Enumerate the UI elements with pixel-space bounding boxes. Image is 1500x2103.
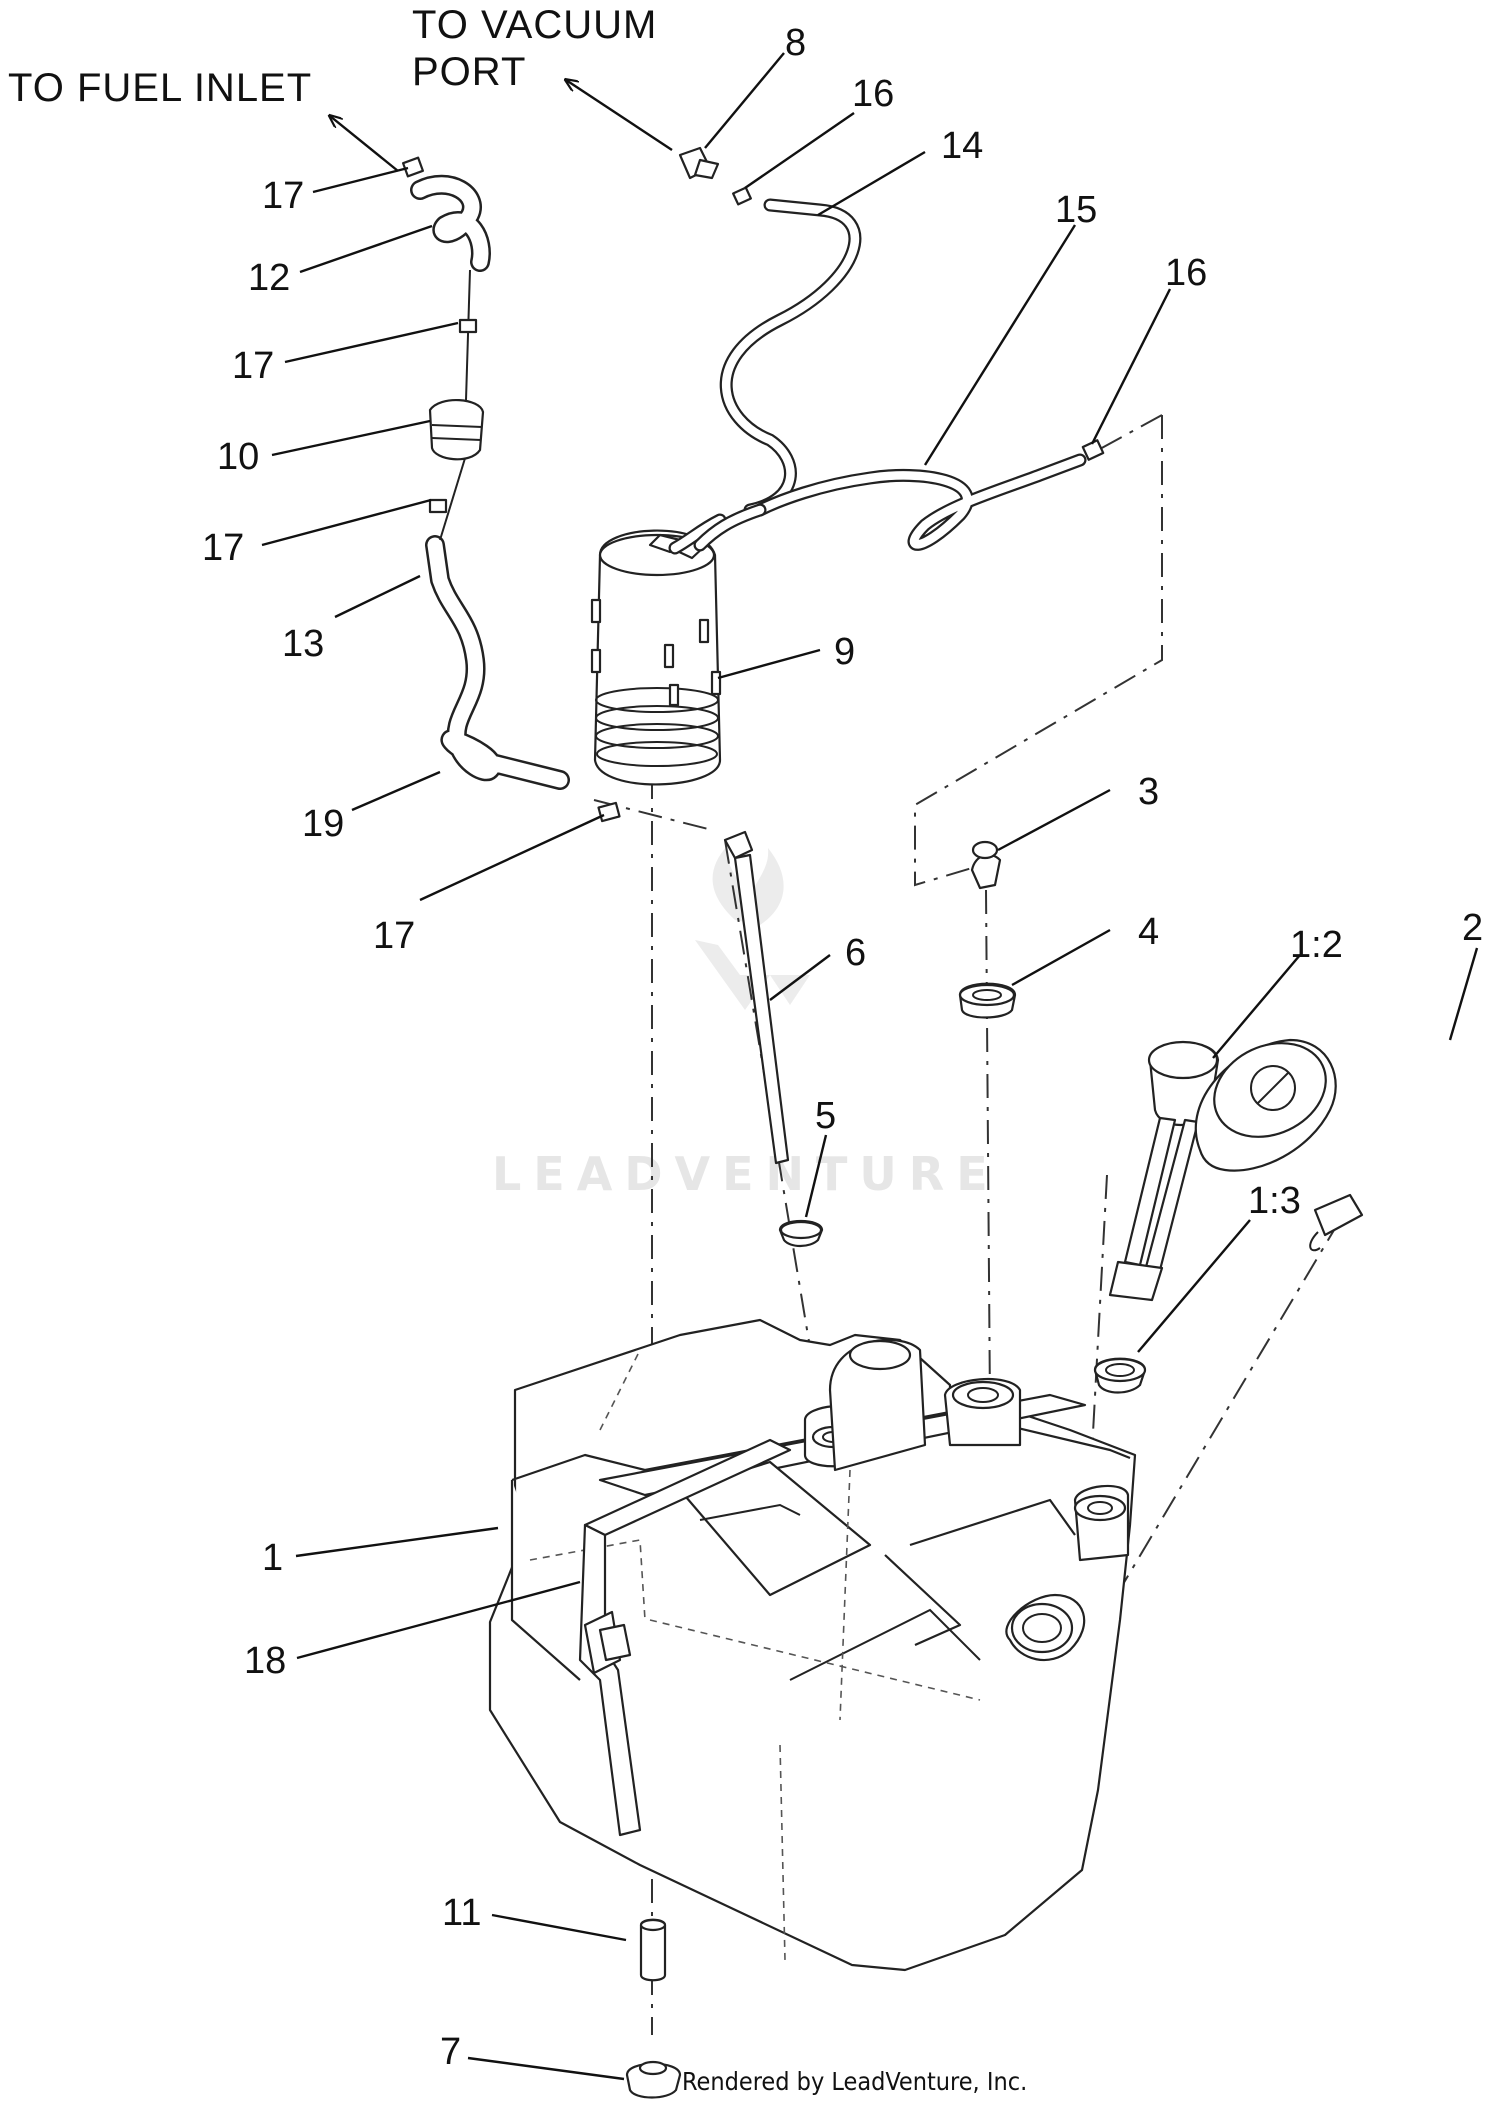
fuel-tank <box>488 1318 1137 1972</box>
callout-3: 3 <box>1138 771 1159 813</box>
fuel-gauge-sender <box>723 830 790 1165</box>
callout-15: 15 <box>1055 189 1097 231</box>
fuel-hose <box>410 174 570 790</box>
callout-8: 8 <box>785 22 806 64</box>
callout-12: 12 <box>248 257 290 299</box>
hose-clamps <box>401 146 1105 823</box>
tank-strap <box>578 1438 792 1837</box>
to-vacuum-label-line1: TO VACUUM <box>412 3 657 47</box>
callout-13: 13 <box>282 623 324 665</box>
callout-4: 4 <box>1138 911 1159 953</box>
vent-hose <box>693 453 1087 552</box>
fuel-inlet-arrow <box>330 116 399 172</box>
callout-9: 9 <box>834 631 855 673</box>
callout-labels: 8 16 14 15 16 17 12 17 10 17 13 9 19 17 … <box>202 22 1483 2073</box>
rendered-by-credit: Rendered by LeadVenture, Inc. <box>682 2067 1027 2096</box>
callout-19: 19 <box>302 803 344 845</box>
callout-1: 1 <box>262 1537 283 1579</box>
charcoal-canister <box>590 529 722 786</box>
callout-1-2: 1:2 <box>1290 924 1343 966</box>
leadventure-watermark-logo: LEADVENTURE <box>492 845 1000 1201</box>
to-fuel-inlet-label: TO FUEL INLET <box>8 66 312 110</box>
callout-17-bottom: 17 <box>373 915 415 957</box>
callout-7: 7 <box>440 2031 461 2073</box>
rubber-foot <box>625 2060 682 2099</box>
to-vacuum-label-line2: PORT <box>412 50 526 94</box>
callout-6: 6 <box>845 932 866 974</box>
leader-lines <box>261 52 1479 2081</box>
spacer <box>639 1918 667 1982</box>
vacuum-port-arrow <box>566 80 673 152</box>
grommet-4 <box>958 982 1017 1019</box>
grommet-1-3 <box>1093 1357 1147 1394</box>
vacuum-hose <box>668 198 862 555</box>
callout-10: 10 <box>217 436 259 478</box>
grommet-5 <box>778 1220 824 1248</box>
cap-tether <box>1309 1193 1364 1252</box>
callout-11: 11 <box>442 1892 481 1934</box>
callout-1-3: 1:3 <box>1248 1180 1301 1222</box>
callout-17-third: 17 <box>202 527 244 569</box>
watermark-text: LEADVENTURE <box>492 1147 1000 1201</box>
callout-17-second: 17 <box>232 345 274 387</box>
vent-fitting <box>970 840 1002 890</box>
callout-2: 2 <box>1462 907 1483 949</box>
callout-17-top: 17 <box>262 175 304 217</box>
callout-16-right: 16 <box>1165 252 1207 294</box>
callout-16-upper: 16 <box>852 73 894 115</box>
callout-18: 18 <box>244 1640 286 1682</box>
fuel-cap <box>1194 1038 1337 1172</box>
fuel-level-sender <box>1108 1040 1220 1302</box>
callout-14: 14 <box>941 125 983 167</box>
callout-5: 5 <box>815 1095 836 1137</box>
